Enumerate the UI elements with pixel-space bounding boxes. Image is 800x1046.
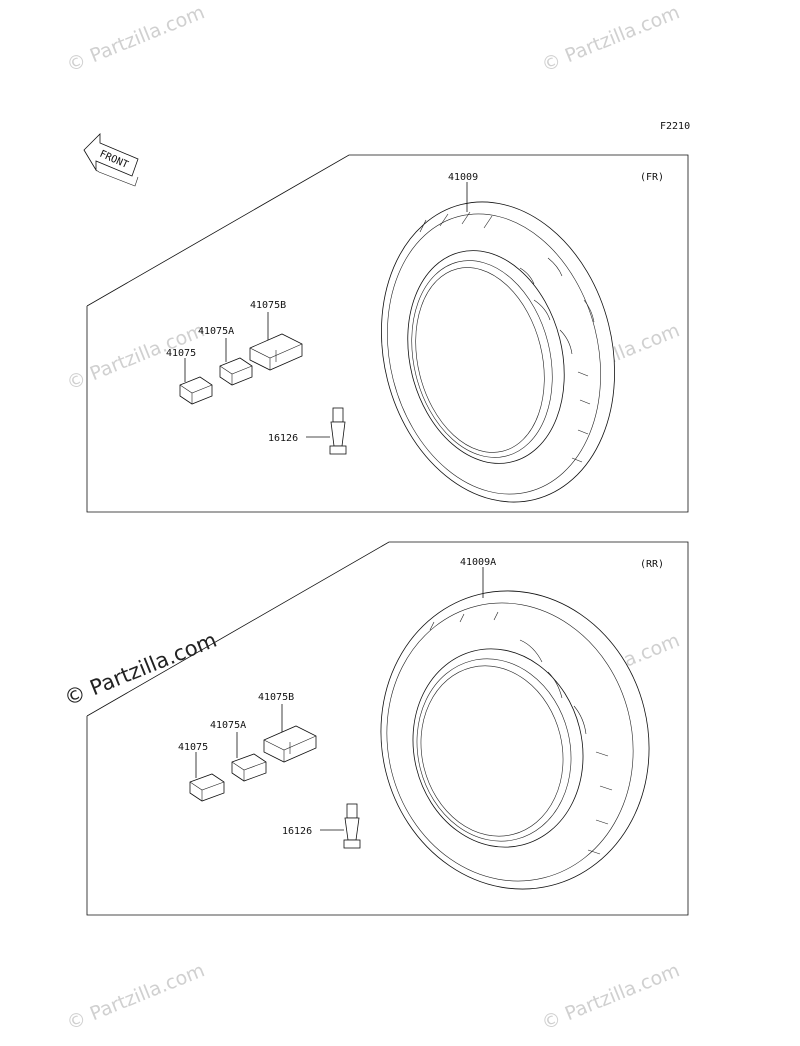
watermark-text: © Partzilla.com bbox=[539, 959, 683, 1034]
front-weight-41075B: 41075B bbox=[249, 300, 303, 371]
watermark-primary: © Partzilla.com bbox=[61, 628, 220, 711]
rear-panel-tag: (RR) bbox=[640, 559, 664, 570]
rear-valve-label: 16126 bbox=[282, 826, 312, 837]
front-panel-tag: (FR) bbox=[640, 172, 664, 183]
front-tire: 41009 bbox=[381, 172, 615, 503]
rear-weight-2-label: 41075A bbox=[210, 720, 246, 731]
rear-panel: (RR) 41009A 41075 41 bbox=[86, 541, 689, 916]
rear-tire: 41009A bbox=[380, 557, 650, 890]
rear-weight-41075A: 41075A bbox=[210, 720, 267, 782]
rear-weight-41075B: 41075B bbox=[258, 692, 317, 763]
rear-valve: 16126 bbox=[282, 803, 361, 849]
rear-weight-41075: 41075 bbox=[178, 742, 225, 802]
rear-weight-1-label: 41075 bbox=[178, 742, 208, 753]
rear-tire-part-number: 41009A bbox=[460, 557, 496, 568]
front-weight-1-label: 41075 bbox=[166, 348, 196, 359]
front-valve-label: 16126 bbox=[268, 433, 298, 444]
front-tire-part-number: 41009 bbox=[448, 172, 478, 183]
watermark-text: © Partzilla.com bbox=[64, 1, 208, 76]
front-weight-41075: 41075 bbox=[166, 348, 213, 405]
watermark-text: © Partzilla.com bbox=[539, 1, 683, 76]
watermark-text: © Partzilla.com bbox=[64, 959, 208, 1034]
front-valve: 16126 bbox=[268, 407, 347, 455]
rear-panel-frame bbox=[86, 541, 689, 916]
watermarks: © Partzilla.com © Partzilla.com © Partzi… bbox=[64, 1, 683, 1034]
front-weight-2-label: 41075A bbox=[198, 326, 234, 337]
front-arrow-icon: FRONT bbox=[83, 133, 139, 187]
front-weight-3-label: 41075B bbox=[250, 300, 286, 311]
front-panel: (FR) 41009 41075 bbox=[86, 154, 689, 513]
front-panel-frame bbox=[86, 154, 689, 513]
front-weight-41075A: 41075A bbox=[198, 326, 253, 386]
rear-weight-3-label: 41075B bbox=[258, 692, 294, 703]
diagram-code: F2210 bbox=[660, 121, 690, 132]
